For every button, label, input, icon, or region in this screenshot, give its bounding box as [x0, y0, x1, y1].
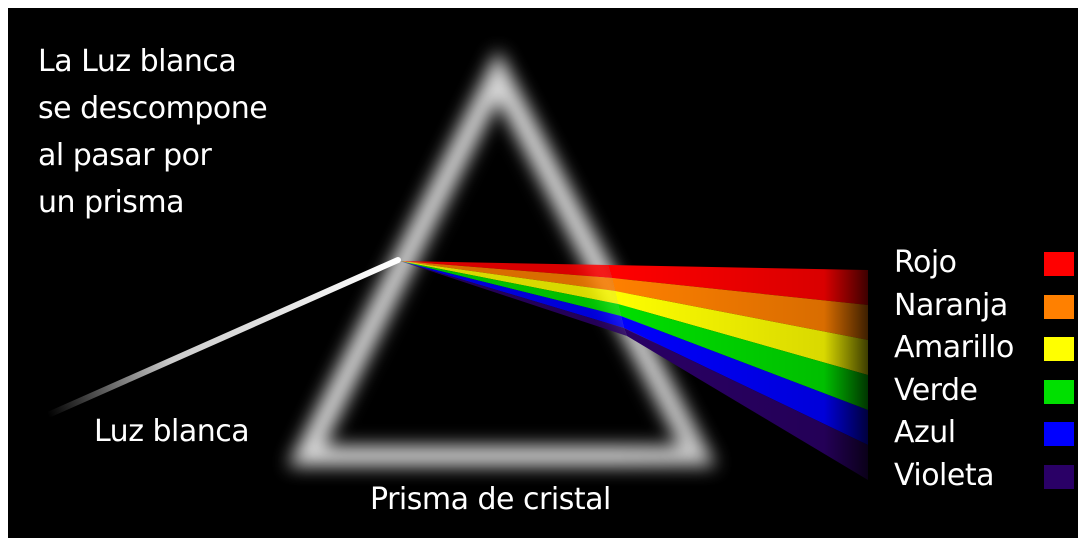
- legend-swatch: [1044, 422, 1074, 446]
- prism-scene: [45, 50, 878, 488]
- legend-label: Naranja: [894, 287, 1008, 323]
- intro-line: un prisma: [38, 185, 185, 220]
- legend-swatch: [1044, 464, 1074, 489]
- inner-band-violeta: [400, 261, 627, 336]
- legend-swatch: [1044, 337, 1074, 361]
- legend-swatch: [1044, 294, 1074, 319]
- fan-fade: [608, 248, 878, 488]
- intro-line: se descompone: [38, 91, 268, 126]
- legend-item-verde: Verde: [894, 370, 1078, 413]
- legend-item-rojo: Rojo: [894, 242, 1078, 285]
- legend-item-violeta: Violeta: [894, 455, 1078, 498]
- legend-item-naranja: Naranja: [894, 285, 1078, 328]
- intro-line: al pasar por: [38, 138, 212, 173]
- white-light-label: Luz blanca: [94, 414, 250, 449]
- legend-item-amarillo: Amarillo: [894, 327, 1078, 370]
- legend-item-azul: Azul: [894, 412, 1078, 455]
- diagram-canvas: La Luz blanca se descompone al pasar por…: [8, 8, 1078, 538]
- legend-label: Amarillo: [894, 330, 1014, 365]
- color-legend: Rojo Naranja Amarillo Verde Azul Violeta: [894, 242, 1078, 497]
- legend-label: Verde: [894, 372, 978, 408]
- prism-label: Prisma de cristal: [370, 482, 611, 517]
- legend-label: Rojo: [894, 245, 957, 280]
- legend-swatch: [1044, 252, 1074, 276]
- legend-swatch: [1044, 379, 1074, 404]
- intro-text: La Luz blanca se descompone al pasar por…: [38, 38, 268, 226]
- intro-line: La Luz blanca: [38, 44, 237, 79]
- white-light-beam: [45, 257, 401, 418]
- legend-label: Azul: [894, 415, 956, 450]
- legend-label: Violeta: [894, 457, 995, 493]
